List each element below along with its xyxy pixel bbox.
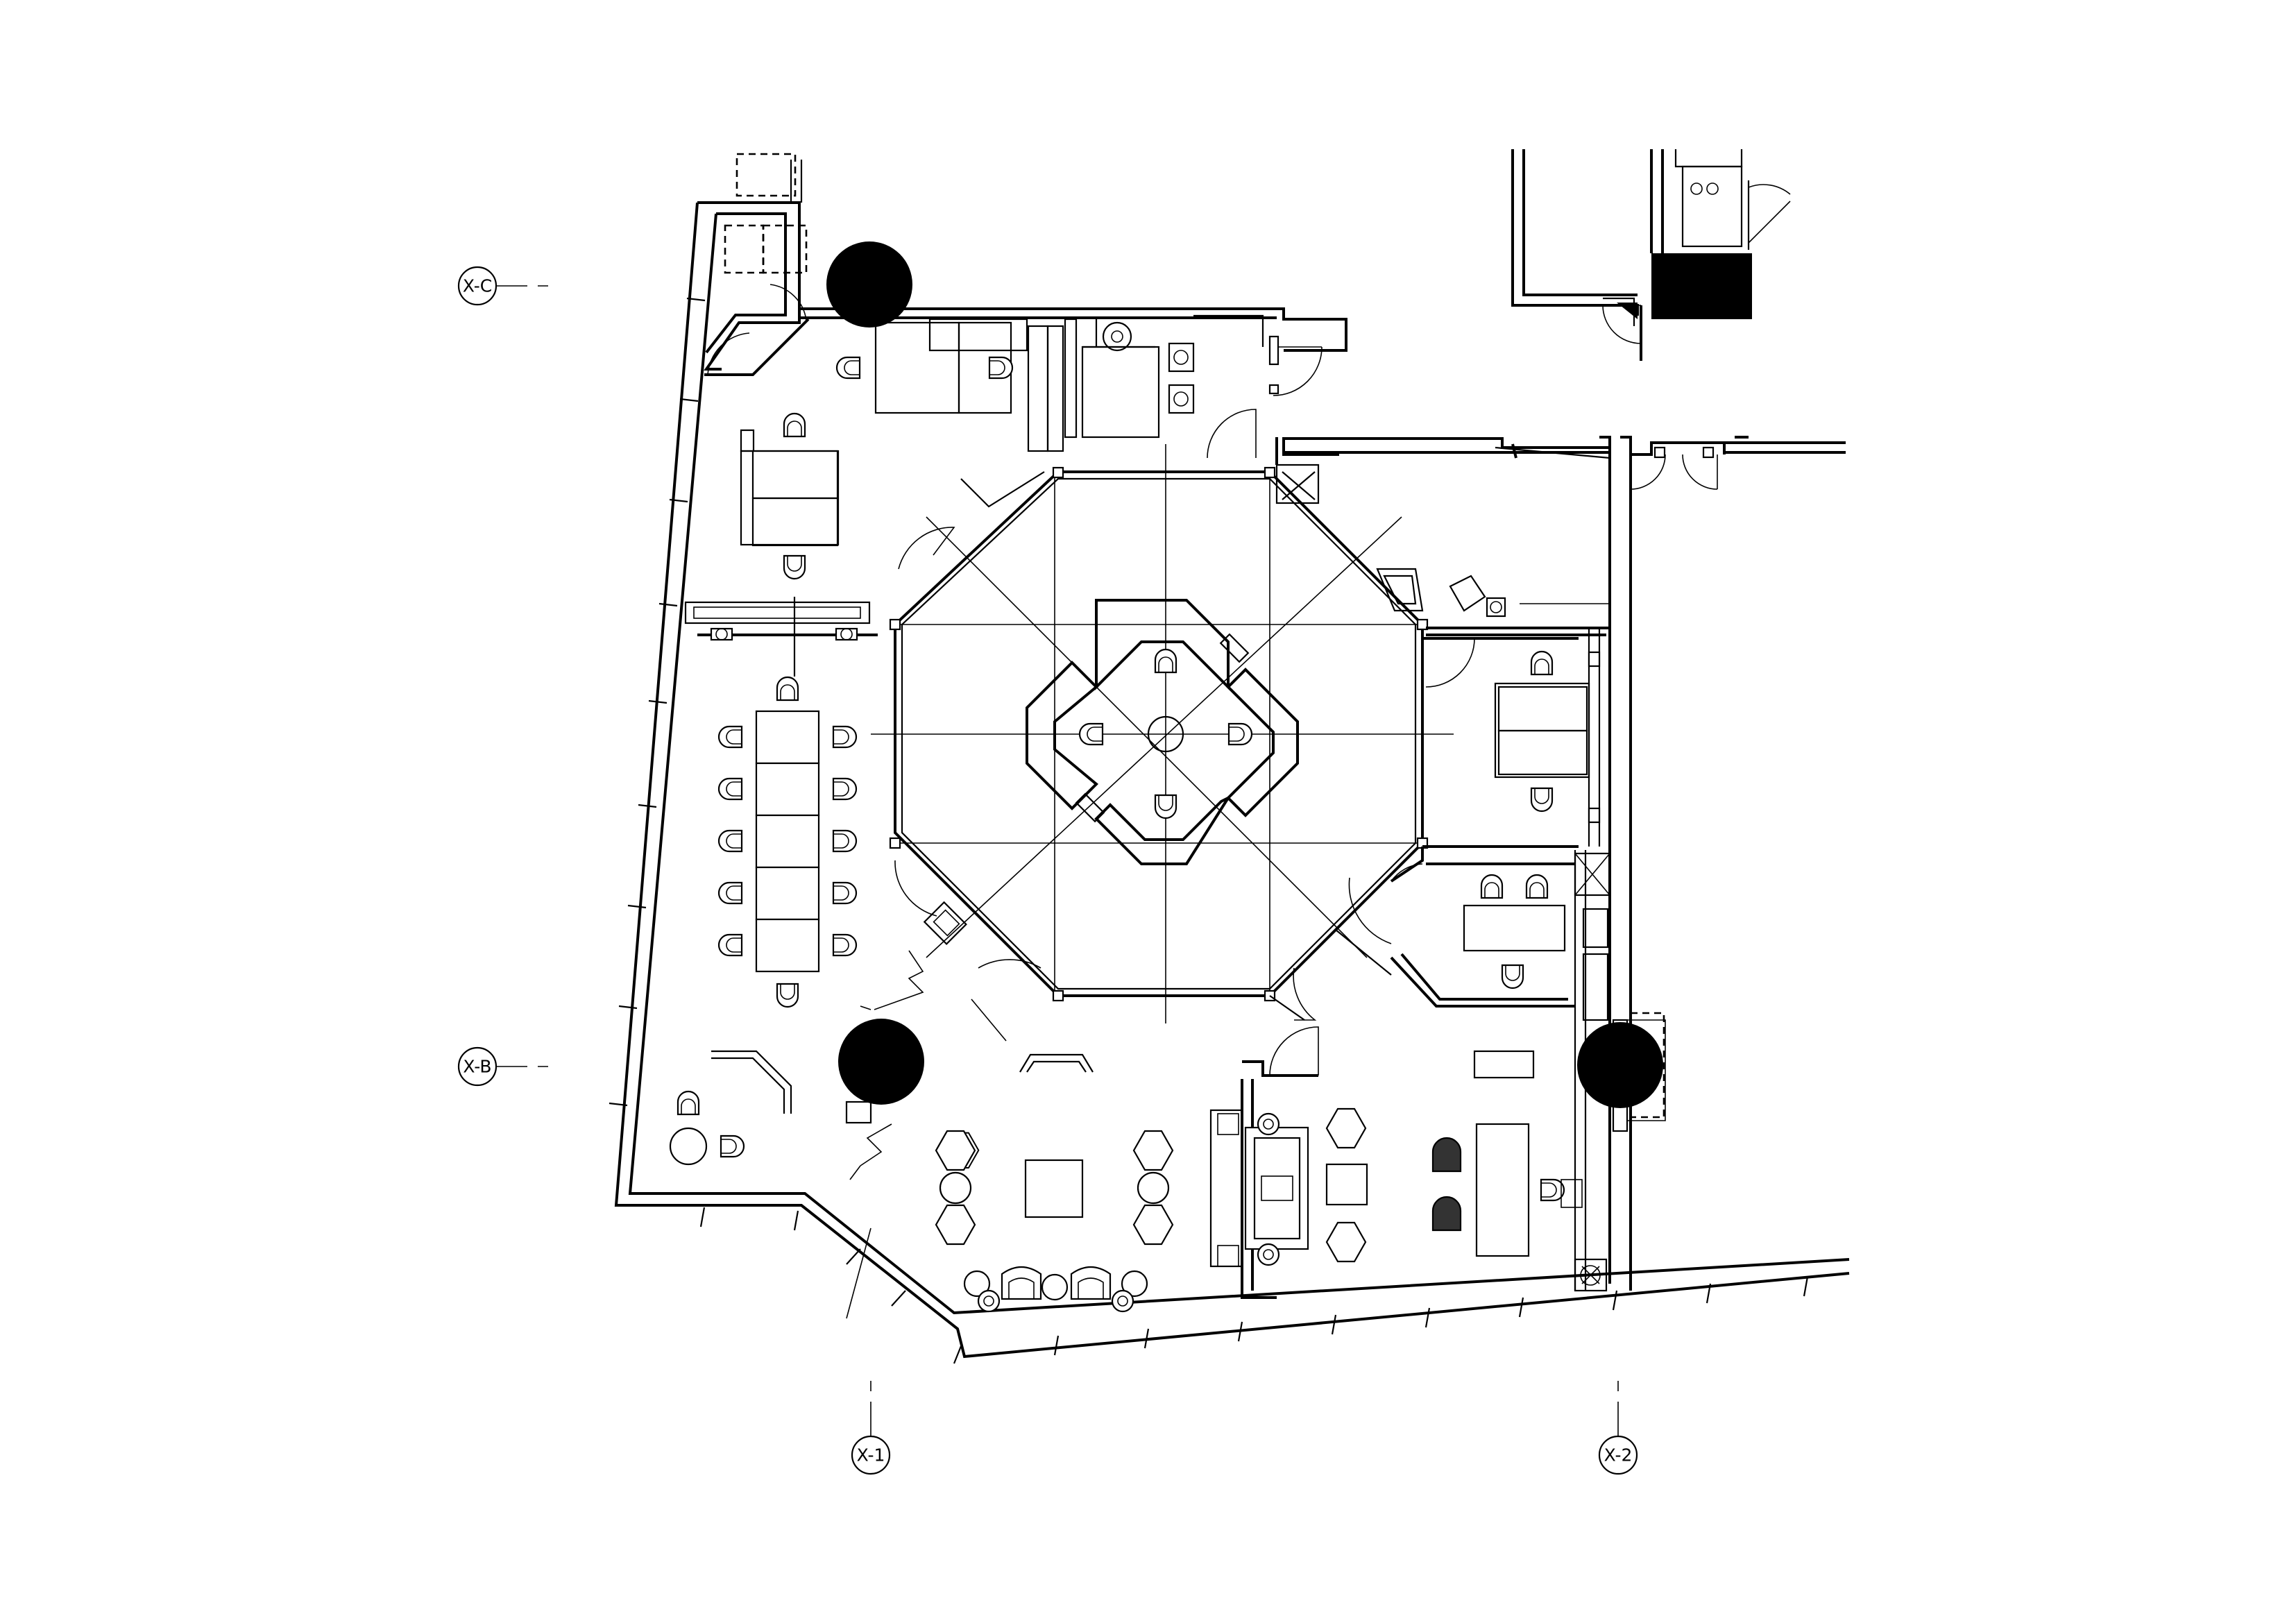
reception-desk (1026, 599, 1299, 865)
grid-marker-x2: X-2 (1598, 1381, 1638, 1475)
mullions (609, 297, 1809, 1364)
octagon-atrium (871, 444, 1454, 1042)
east-office-3 (1431, 1050, 1608, 1292)
grid-marker-xc: X-C (457, 266, 548, 306)
exterior-wall (609, 201, 1850, 1364)
east-storage (1275, 464, 1610, 636)
north-offices (835, 314, 1323, 459)
double-door (1630, 446, 1718, 490)
grid-label-xb: X-B (463, 1057, 491, 1077)
service-room (1511, 149, 1791, 361)
grid-label-x2: X-2 (1604, 1445, 1633, 1465)
west-desk-pod (740, 412, 840, 580)
storage-closet (704, 153, 810, 376)
south-lounge (935, 1053, 1174, 1313)
west-partition (684, 597, 878, 677)
east-office-2 (1390, 847, 1666, 1291)
grid-marker-xb: X-B (457, 1046, 548, 1087)
grid-label-xc: X-C (463, 276, 492, 296)
lounge-seating-west (669, 1050, 792, 1166)
structural-columns (826, 241, 1665, 1319)
boardroom-table (717, 676, 858, 1008)
grid-label-x1: X-1 (857, 1445, 885, 1465)
east-office-1 (1422, 628, 1601, 848)
grid-marker-x1: X-1 (851, 1381, 891, 1475)
south-seating (1209, 1026, 1368, 1299)
